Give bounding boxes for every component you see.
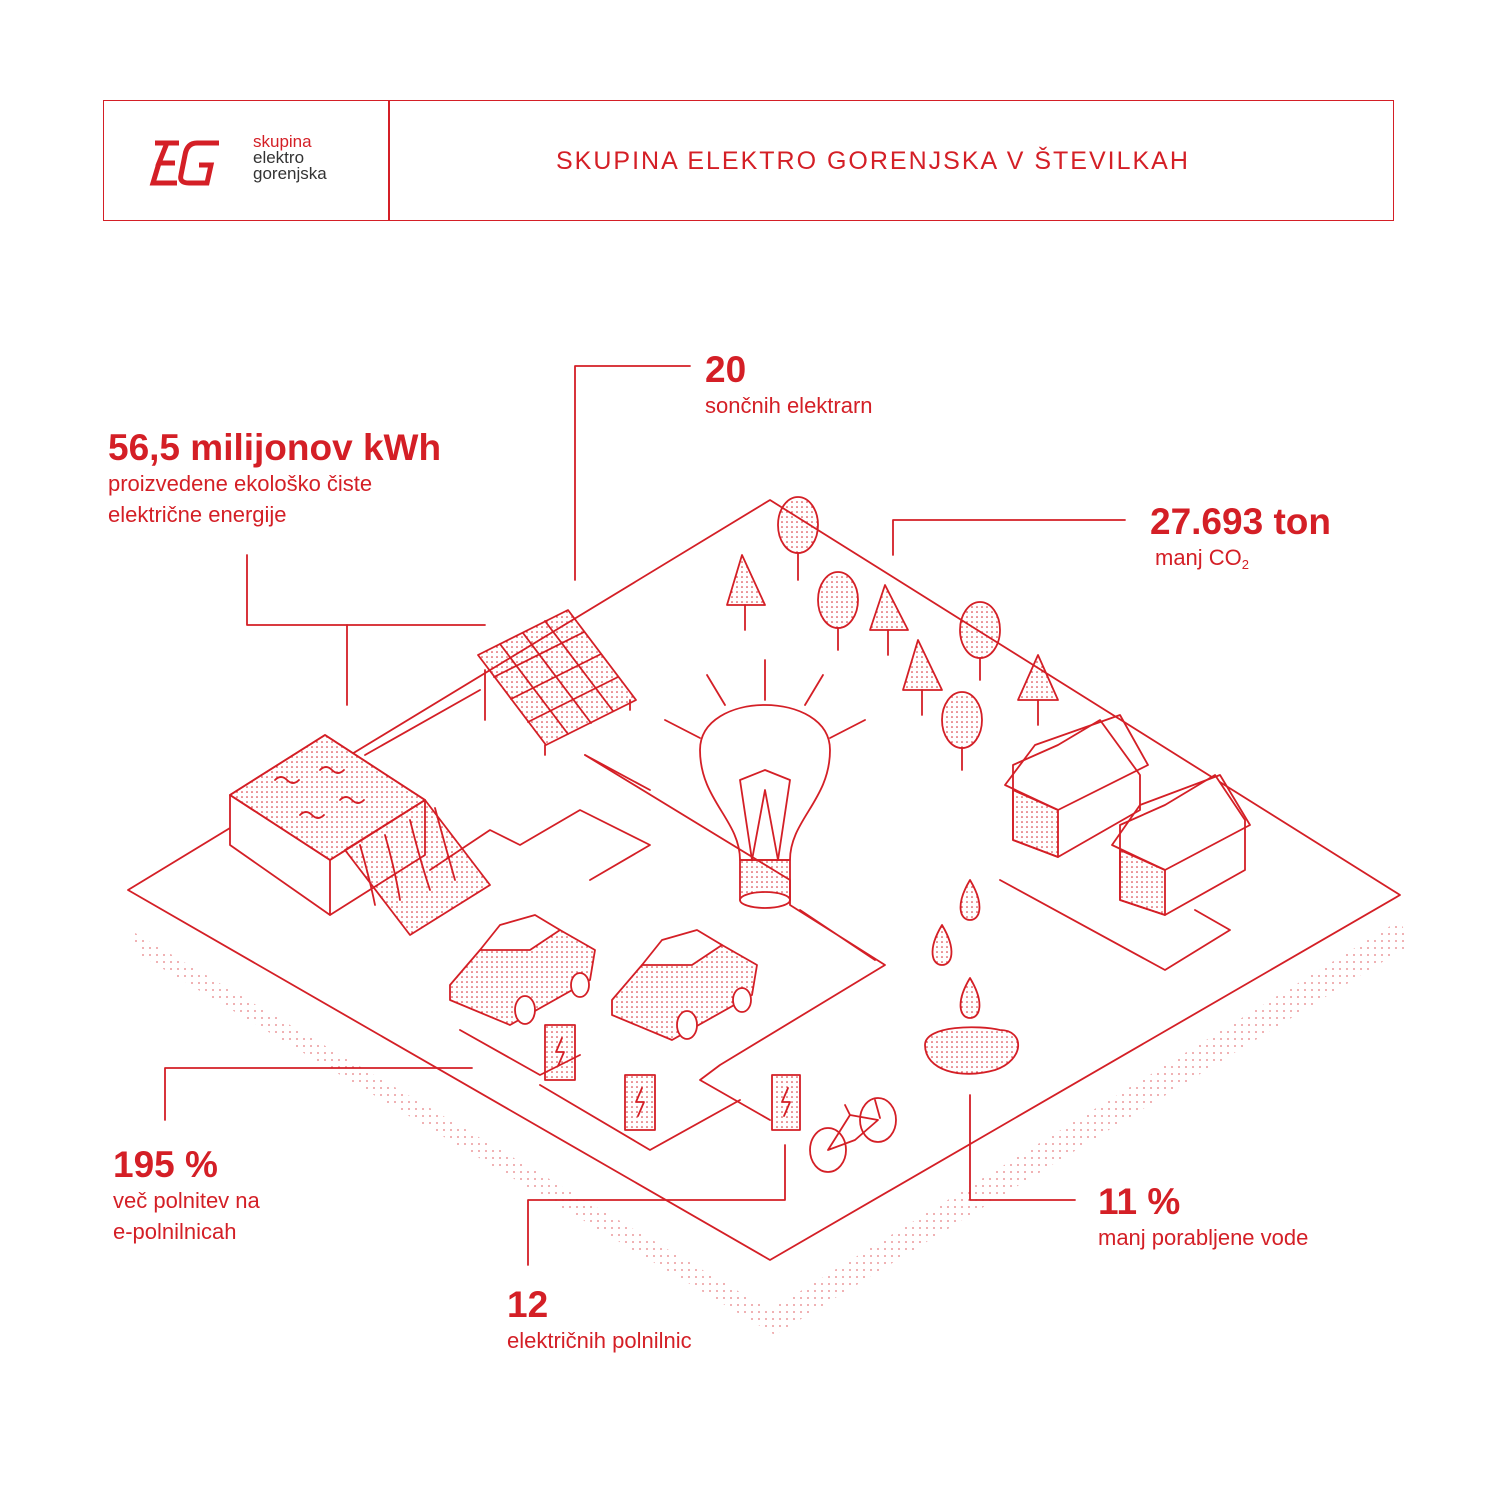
stat-water-value: 11 % bbox=[1098, 1181, 1181, 1222]
logo-line-gorenjska: gorenjska bbox=[253, 164, 327, 183]
stat-water: 11 % manj porabljene vode bbox=[1098, 1182, 1308, 1253]
house-icon-1 bbox=[1004, 714, 1149, 858]
light-bulb-icon bbox=[664, 659, 866, 909]
stat-charging-growth-label-1: več polnitev na bbox=[113, 1188, 260, 1213]
stat-charging-growth-value: 195 % bbox=[113, 1144, 218, 1185]
page-title: SKUPINA ELEKTRO GORENJSKA V ŠTEVILKAH bbox=[556, 147, 1190, 175]
stat-charging-growth-label-2: e-polnilnicah bbox=[113, 1219, 237, 1244]
stat-water-label: manj porabljene vode bbox=[1098, 1225, 1309, 1250]
water-drop-icons bbox=[924, 879, 1020, 1075]
stat-energy-label-2: električne energije bbox=[108, 502, 287, 527]
stat-solar-label: sončnih elektrarn bbox=[705, 393, 873, 418]
logo-wordmark: skupina elektro gorenjska bbox=[253, 132, 327, 183]
charging-station-icons bbox=[544, 1024, 801, 1131]
stat-energy-value: 56,5 milijonov kWh bbox=[108, 427, 442, 468]
house-icon-2 bbox=[999, 774, 1251, 971]
logo-line-skupina: skupina bbox=[253, 132, 312, 151]
power-cable bbox=[584, 754, 886, 1121]
puddle bbox=[924, 1026, 1020, 1075]
stat-solar: 20 sončnih elektrarn bbox=[705, 350, 873, 421]
stat-co2-label: manj CO2 bbox=[1155, 542, 1331, 580]
solar-panel-icon bbox=[477, 609, 637, 756]
stat-chargers: 12 električnih polnilnic bbox=[507, 1285, 692, 1356]
stat-co2-value: 27.693 ton bbox=[1150, 501, 1331, 542]
header-box: skupina elektro gorenjska SKUPINA ELEKTR… bbox=[103, 100, 1394, 221]
car-icon-2 bbox=[611, 929, 758, 1041]
stat-solar-value: 20 bbox=[705, 349, 747, 390]
hydro-plant-icon bbox=[229, 734, 491, 936]
logo: skupina elektro gorenjska bbox=[149, 129, 369, 199]
stat-energy: 56,5 milijonov kWh proizvedene ekološko … bbox=[108, 428, 441, 530]
stat-co2-subscript: 2 bbox=[1241, 557, 1250, 572]
car-icon-1 bbox=[449, 914, 596, 1026]
tree-icons bbox=[726, 496, 1059, 771]
stat-chargers-label: električnih polnilnic bbox=[507, 1328, 692, 1353]
callout-lines bbox=[164, 365, 1126, 1266]
stat-chargers-value: 12 bbox=[507, 1284, 549, 1325]
header-divider bbox=[388, 101, 390, 220]
bicycle-icon bbox=[809, 1097, 897, 1173]
eg-logo-icon bbox=[149, 140, 219, 186]
logo-line-elektro: elektro bbox=[253, 148, 305, 167]
stat-charging-growth: 195 % več polnitev na e-polnilnicah bbox=[113, 1145, 260, 1247]
stat-co2: 27.693 ton manj CO2 bbox=[1150, 502, 1331, 580]
stat-co2-label-text: manj CO bbox=[1155, 545, 1242, 570]
stat-energy-label-1: proizvedene ekološko čiste bbox=[108, 471, 373, 496]
